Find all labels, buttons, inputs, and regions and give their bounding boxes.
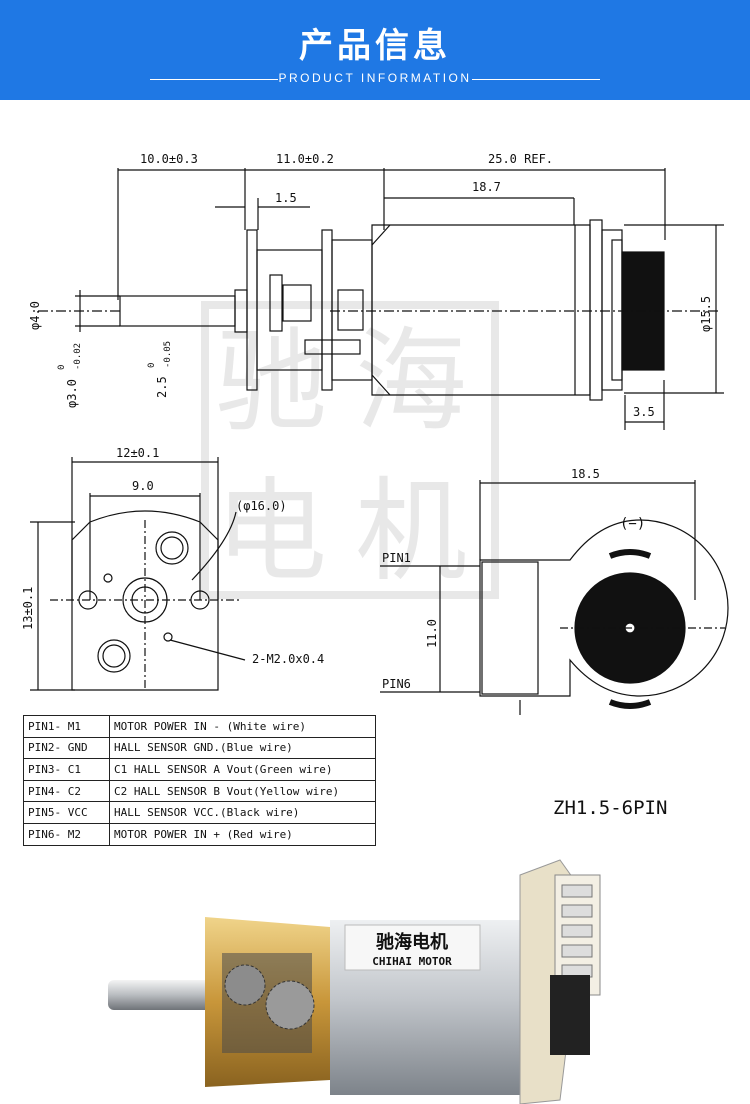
page-subtitle: PRODUCT INFORMATION: [278, 71, 472, 85]
dim-magnet-dia: φ15.5: [699, 296, 713, 332]
table-row: PIN2- GND HALL SENSOR GND.(Blue wire): [23, 736, 376, 760]
dim-gearbox-length: 11.0±0.2: [276, 152, 334, 166]
dim-flat-tol-lower: -0.02: [73, 343, 83, 370]
side-view: [30, 168, 724, 430]
pin-cell: PIN3- C1: [23, 758, 110, 781]
dim-flat2-tol-upper: 0: [147, 363, 157, 368]
pin-desc-cell: HALL SENSOR VCC.(Black wire): [109, 801, 376, 824]
front-view: [30, 457, 246, 691]
label-minus: (−): [620, 516, 645, 532]
pin-desc-cell: C2 HALL SENSOR B Vout(Yellow wire): [109, 779, 376, 803]
pin-cell: PIN5- VCC: [23, 801, 110, 824]
pin-cell: PIN6- M2: [23, 822, 110, 846]
pin-cell: PIN4- C2: [23, 779, 110, 803]
label-pin1: PIN1: [382, 551, 411, 565]
dim-shaft-dia: φ4.0: [28, 301, 42, 330]
dim-motor-body: 18.7: [472, 180, 501, 194]
dim-pin-span: 11.0: [425, 619, 439, 648]
pin-cell: PIN2- GND: [23, 736, 110, 760]
watermark: 驰 海 电 机: [201, 301, 499, 599]
dim-flat2-tol-lower: -0.05: [163, 341, 173, 368]
encoder-view: [380, 480, 729, 715]
table-row: PIN6- M2 MOTOR POWER IN + (Red wire): [23, 822, 376, 846]
dim-offset: 1.5: [275, 191, 297, 205]
label-pin6: PIN6: [382, 677, 411, 691]
dim-flat2: 2.5: [155, 376, 169, 398]
watermark-char-1: 驰: [215, 317, 327, 447]
dim-motor-ref: 25.0 REF.: [488, 152, 553, 166]
technical-drawing: 驰 海 电 机: [21, 152, 729, 715]
front-view-dimensions: 12±0.1 9.0 13±0.1 (φ16.0) 2-M2.0x0.4: [21, 446, 324, 666]
pin-desc-cell: HALL SENSOR GND.(Blue wire): [109, 736, 376, 760]
dim-hole-span: 9.0: [132, 479, 154, 493]
dim-flat: φ3.0: [65, 379, 79, 408]
motor-label-cn: 驰海电机: [376, 931, 448, 953]
pin-desc-cell: MOTOR POWER IN + (Red wire): [109, 822, 376, 846]
connector-label: ZH1.5-6PIN: [553, 797, 668, 819]
dim-gear-length: 10.0±0.3: [140, 152, 198, 166]
watermark-char-4: 机: [355, 467, 467, 597]
motor-label-en: CHIHAI MOTOR: [372, 955, 452, 968]
dim-flat-tol-upper: 0: [57, 365, 67, 370]
dim-front-height: 13±0.1: [21, 587, 35, 630]
watermark-char-3: 电: [215, 467, 327, 597]
side-view-dimensions: 10.0±0.3 11.0±0.2 25.0 REF. 18.7 1.5 3.5…: [28, 152, 713, 419]
shaft: [108, 980, 218, 1010]
table-row: PIN1- M1 MOTOR POWER IN - (White wire): [23, 715, 376, 738]
table-row: PIN5- VCC HALL SENSOR VCC.(Black wire): [23, 801, 376, 824]
pin-cell: PIN1- M1: [23, 715, 110, 738]
dim-encoder: 3.5: [633, 405, 655, 419]
dim-circle: (φ16.0): [236, 499, 287, 513]
watermark-char-2: 海: [355, 317, 467, 447]
dim-screws: 2-M2.0x0.4: [252, 652, 324, 666]
pin-desc-cell: MOTOR POWER IN - (White wire): [109, 715, 376, 738]
pin-table: PIN1- M1 MOTOR POWER IN - (White wire) P…: [23, 715, 376, 846]
dim-encoder-width: 18.5: [571, 467, 600, 481]
encoder-view-labels: 18.5 11.0 PIN1 PIN6 (−) (+): [382, 467, 645, 691]
magnet-disc: [550, 975, 590, 1055]
table-row: PIN3- C1 C1 HALL SENSOR A Vout(Green wir…: [23, 758, 376, 781]
pin-desc-cell: C1 HALL SENSOR A Vout(Green wire): [109, 758, 376, 781]
page-title: 产品信息: [299, 26, 451, 66]
subtitle-rule-left: [150, 79, 278, 80]
dim-front-width: 12±0.1: [116, 446, 159, 460]
subtitle-rule-right: [472, 79, 600, 80]
product-photo: 驰海电机 CHIHAI MOTOR: [108, 859, 601, 1104]
table-row: PIN4- C2 C2 HALL SENSOR B Vout(Yellow wi…: [23, 779, 376, 803]
header-banner: 产品信息 PRODUCT INFORMATION: [0, 0, 750, 100]
